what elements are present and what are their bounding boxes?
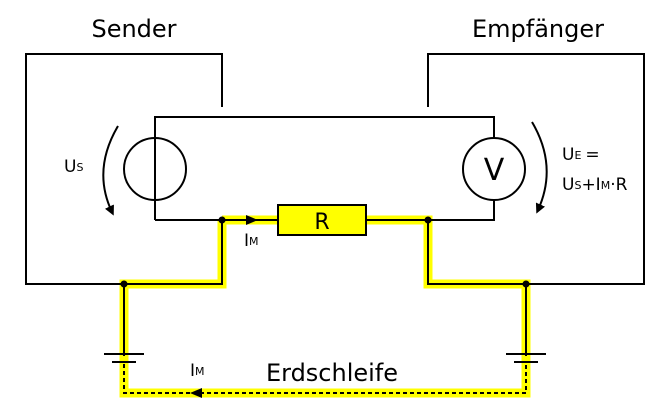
junction-dot — [522, 280, 530, 288]
junction-dot — [424, 216, 432, 224]
ground-symbol-left — [104, 353, 144, 363]
ue-formula: US+IM·R — [562, 175, 628, 195]
receiver-voltage-arrow-icon — [531, 121, 548, 214]
ground-loop-title: Erdschleife — [266, 359, 398, 387]
im-ground-label: IM — [190, 361, 205, 381]
resistor-label: R — [314, 210, 329, 235]
bottom-signal-wire-right — [366, 200, 495, 221]
us-label: US — [64, 157, 83, 177]
sender-title: Sender — [91, 15, 176, 43]
ue-label: UE= — [562, 145, 600, 165]
im-label: IM — [244, 231, 259, 251]
junction-dot — [218, 216, 226, 224]
earth-loop-arrow-icon — [190, 388, 202, 398]
sender-ground-wire — [123, 220, 223, 356]
receiver-housing — [427, 53, 645, 285]
resistor — [277, 204, 367, 236]
ground-symbol-right — [506, 353, 546, 363]
voltmeter-icon — [462, 137, 526, 201]
current-arrow-icon — [246, 215, 258, 225]
receiver-ground-wire — [427, 220, 527, 356]
junction-dot — [120, 280, 128, 288]
earth-loop-path — [123, 364, 527, 394]
voltmeter-label: V — [484, 153, 505, 188]
receiver-title: Empfänger — [472, 15, 604, 43]
source-voltage-arrow-icon — [102, 125, 119, 216]
